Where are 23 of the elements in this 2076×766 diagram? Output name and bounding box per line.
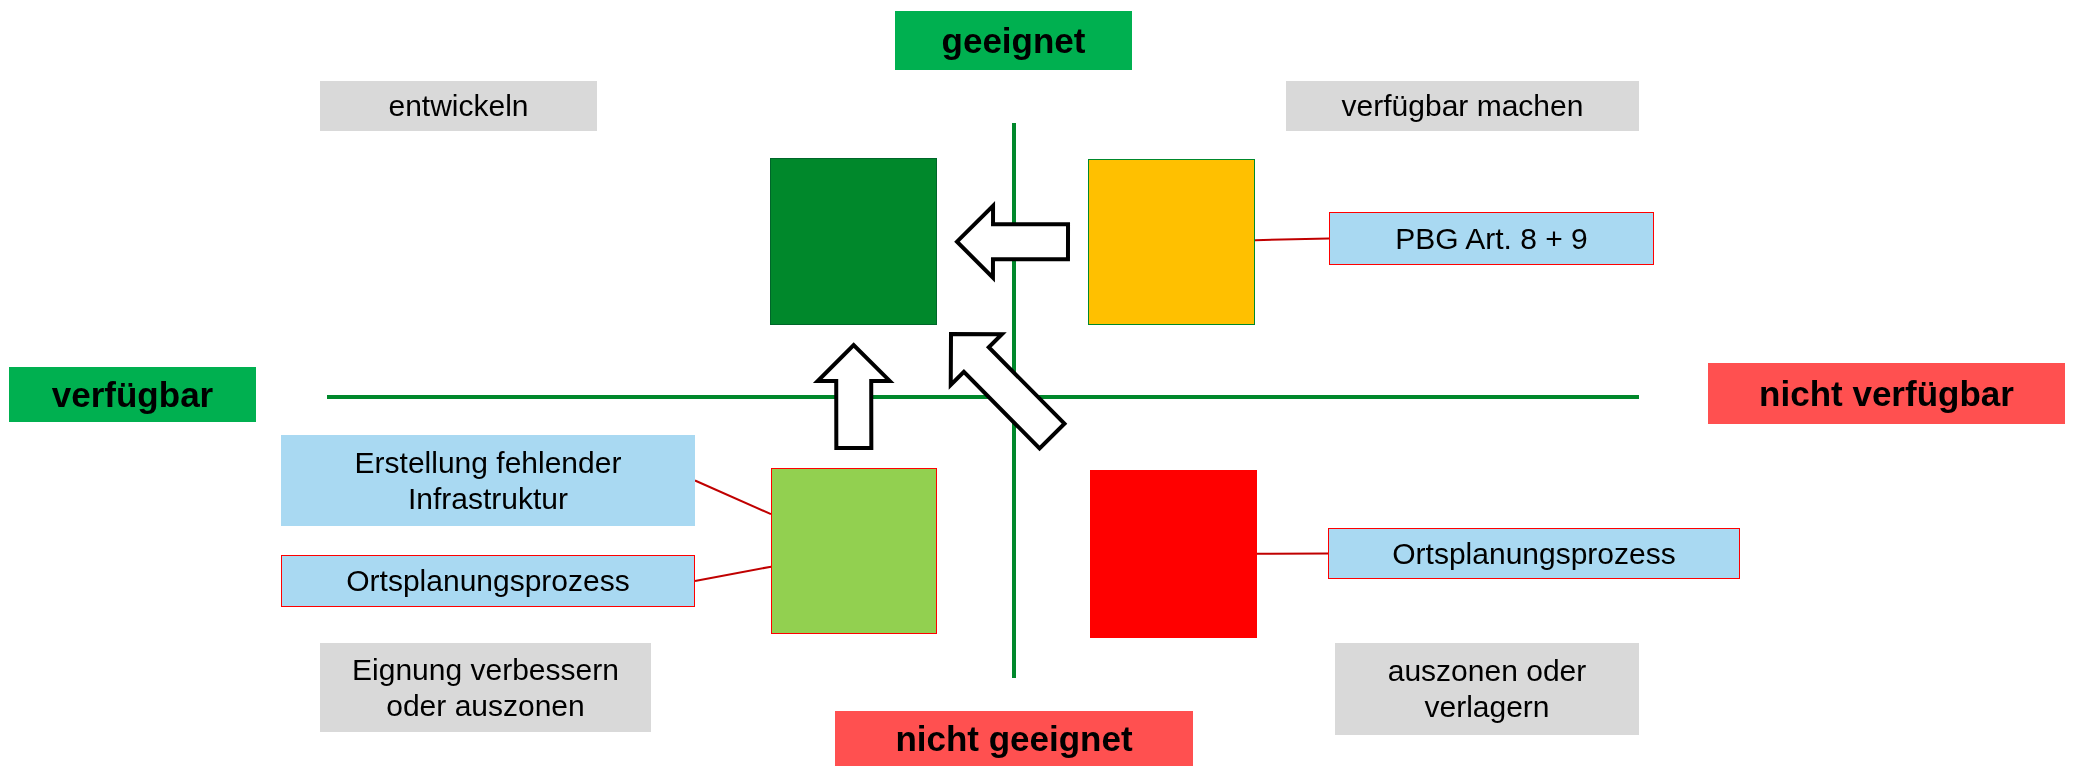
block-arrow [948, 332, 1068, 452]
axis-label: geeignet [895, 11, 1132, 70]
strategy-label: verfügbar machen [1286, 81, 1639, 131]
strategy-label: auszonen oder verlagern [1335, 643, 1639, 735]
block-arrow [954, 200, 1071, 283]
measure-box: Erstellung fehlender Infrastruktur [281, 435, 695, 526]
quadrant-square [770, 158, 937, 325]
axis-label: nicht verfügbar [1708, 363, 2065, 424]
quadrant-square [1090, 470, 1257, 638]
axis-label: nicht geeignet [835, 711, 1193, 766]
leader-line [694, 479, 772, 516]
strategy-label: Eignung verbessern oder auszonen [320, 643, 651, 732]
leader-line [1256, 552, 1329, 555]
strategy-label: entwickeln [320, 81, 597, 131]
leader-line [1254, 237, 1330, 242]
axis-label: verfügbar [9, 367, 256, 422]
measure-box: Ortsplanungsprozess [281, 555, 695, 607]
quadrant-square [771, 468, 937, 634]
quadrant-square [1088, 159, 1255, 325]
measure-box: Ortsplanungsprozess [1328, 528, 1740, 579]
leader-line [694, 565, 772, 582]
block-arrow [812, 342, 895, 451]
measure-box: PBG Art. 8 + 9 [1329, 212, 1654, 265]
